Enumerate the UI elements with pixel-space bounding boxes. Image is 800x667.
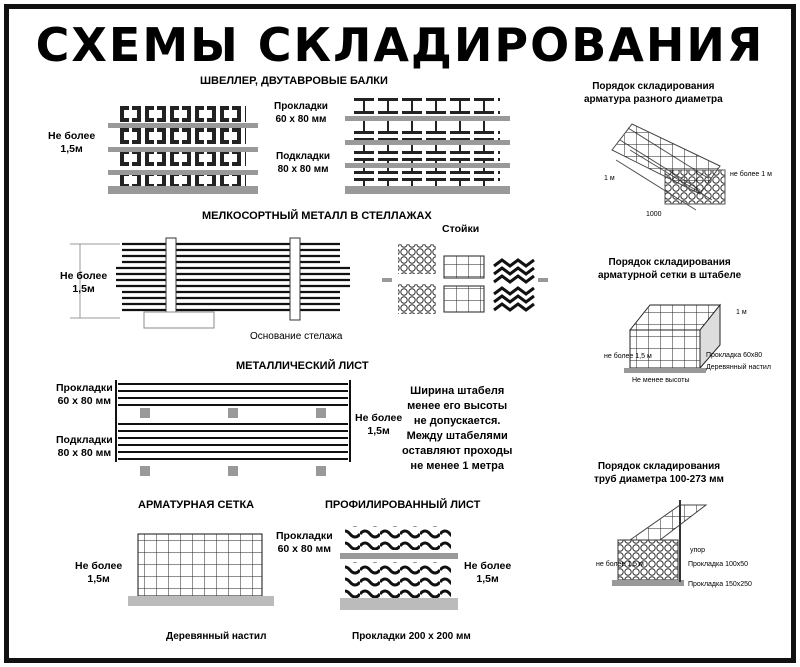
pipes-stop-label: упор <box>690 547 706 554</box>
sheet-supports-label: Подкладки 80 х 80 мм <box>56 434 113 459</box>
channel-spacers-label: Прокладки 60 х 80 мм <box>274 101 328 125</box>
channel-supports-label: Подкладки 80 х 80 мм <box>276 151 331 175</box>
mesh-stack-dim-top: 1 м <box>736 309 747 316</box>
mesh-height-label: Не более 1,5м <box>75 560 123 585</box>
mesh-heading: АРМАТУРНАЯ СЕТКА <box>138 499 255 511</box>
mesh-stack-deck-label: Деревянный настил <box>706 364 771 371</box>
rack-heading: МЕЛКОСОРТНЫЙ МЕТАЛЛ В СТЕЛЛАЖАХ <box>202 210 432 222</box>
pipes-spacer2-label: Прокладка 150х250 <box>688 581 752 588</box>
sheet-heading: МЕТАЛЛИЧЕСКИЙ ЛИСТ <box>236 360 369 372</box>
rebar-dim-right: не более 1 м <box>730 171 772 178</box>
rebar-dim-left: 1 м <box>604 175 615 182</box>
mesh-stack-spacer-label: Прокладка 60х80 <box>706 352 763 359</box>
sign-frame <box>4 4 796 663</box>
pipes-heading: Порядок складирования труб диаметра 100-… <box>594 461 724 485</box>
channel-height-label: Не более 1,5м <box>48 130 96 155</box>
sheet-height-label: Не более 1,5м <box>355 412 403 437</box>
pipe-stack-drawing <box>612 500 708 586</box>
mesh-stack-width-label: Не менее высоты <box>632 377 690 384</box>
mesh-stack-heading: Порядок складирования арматурной сетки в… <box>598 257 742 281</box>
mesh-base-label: Деревянный настил <box>166 631 267 642</box>
profiled-heading: ПРОФИЛИРОВАННЫЙ ЛИСТ <box>325 499 481 511</box>
pipes-dim-side: не более 1,5 м <box>596 561 644 568</box>
channel-heading: ШВЕЛЛЕР, ДВУТАВРОВЫЕ БАЛКИ <box>200 75 388 87</box>
rack-posts-label: Стойки <box>442 223 480 235</box>
page-title: СХЕМЫ СКЛАДИРОВАНИЯ <box>35 18 765 72</box>
pipes-spacer1-label: Прокладка 100х50 <box>688 561 749 568</box>
profiled-base-label: Прокладки 200 х 200 мм <box>352 631 471 642</box>
sheet-spacers-label: Прокладки 60 х 80 мм <box>56 382 113 407</box>
metal-sheet-diagram <box>115 380 351 462</box>
profiled-height-label: Не более 1,5м <box>464 560 512 585</box>
profiled-spacers-label: Прокладки 60 х 80 мм <box>276 530 333 555</box>
rack-base-label: Основание стелажа <box>250 331 343 342</box>
rack-diagram <box>70 237 548 329</box>
rack-height-label: Не более 1,5м <box>60 270 108 295</box>
rebar-bundles-drawing <box>611 123 726 211</box>
rebar-dim-bottom: 1000 <box>646 211 662 218</box>
sheet-note: Ширина штабеля менее его высоты не допус… <box>402 385 513 472</box>
profiled-sheet-diagram <box>340 526 458 610</box>
mesh-stack-drawing <box>624 303 722 373</box>
rebar-mesh-diagram <box>128 533 274 606</box>
mesh-stack-dim-side: не более 1,5 м <box>604 353 652 360</box>
rebar-heading: Порядок складирования арматура разного д… <box>584 81 723 105</box>
